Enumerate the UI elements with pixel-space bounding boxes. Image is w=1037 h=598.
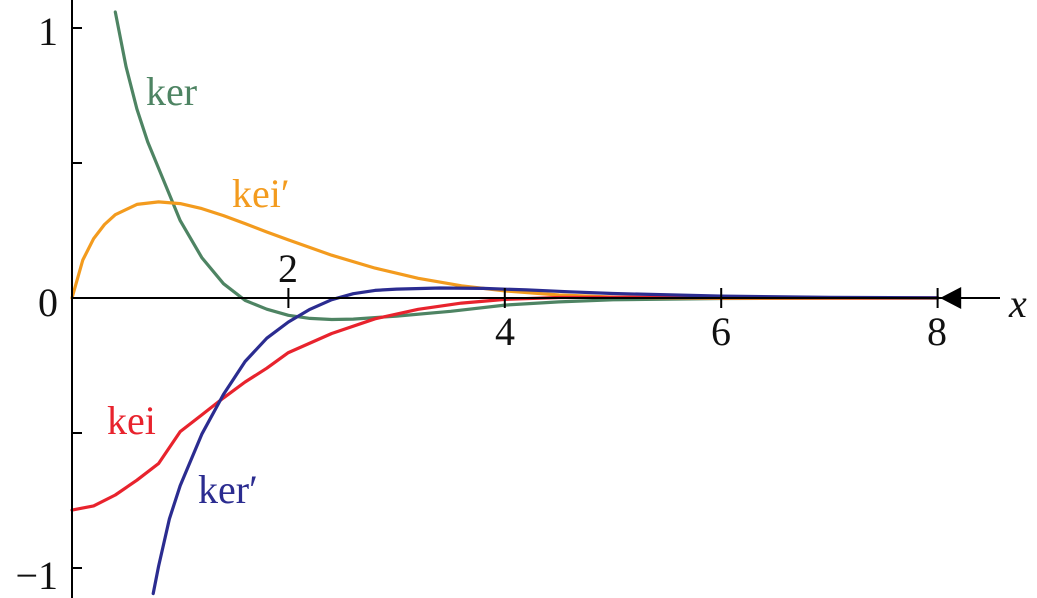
y-tick-label-1: 1 xyxy=(38,9,58,54)
series-label-kei: kei xyxy=(107,398,156,443)
x-axis-arrow xyxy=(940,287,962,309)
series-line-ker-prime xyxy=(151,286,940,596)
series-label-ker-prime: ker′ xyxy=(198,467,258,512)
x-axis-label: x xyxy=(1008,281,1027,326)
y-tick-label-minus1: −1 xyxy=(15,553,58,598)
x-tick-label-6: 6 xyxy=(711,309,731,354)
tick-labels: 2 4 6 8 1 0 −1 xyxy=(15,9,947,598)
series-line-ker xyxy=(113,10,940,322)
series-label-kei-prime: kei′ xyxy=(232,171,290,216)
series-line-kei-prime xyxy=(70,200,940,300)
y-ticks xyxy=(72,27,82,569)
series-label-ker: ker xyxy=(146,69,197,114)
series-labels: ker kei′ kei ker′ xyxy=(107,69,290,512)
series-layer xyxy=(70,10,940,596)
x-tick-label-4: 4 xyxy=(495,309,515,354)
x-tick-label-2: 2 xyxy=(278,246,298,291)
x-ticks xyxy=(287,288,939,308)
x-tick-label-8: 8 xyxy=(927,309,947,354)
y-tick-label-0: 0 xyxy=(38,280,58,325)
